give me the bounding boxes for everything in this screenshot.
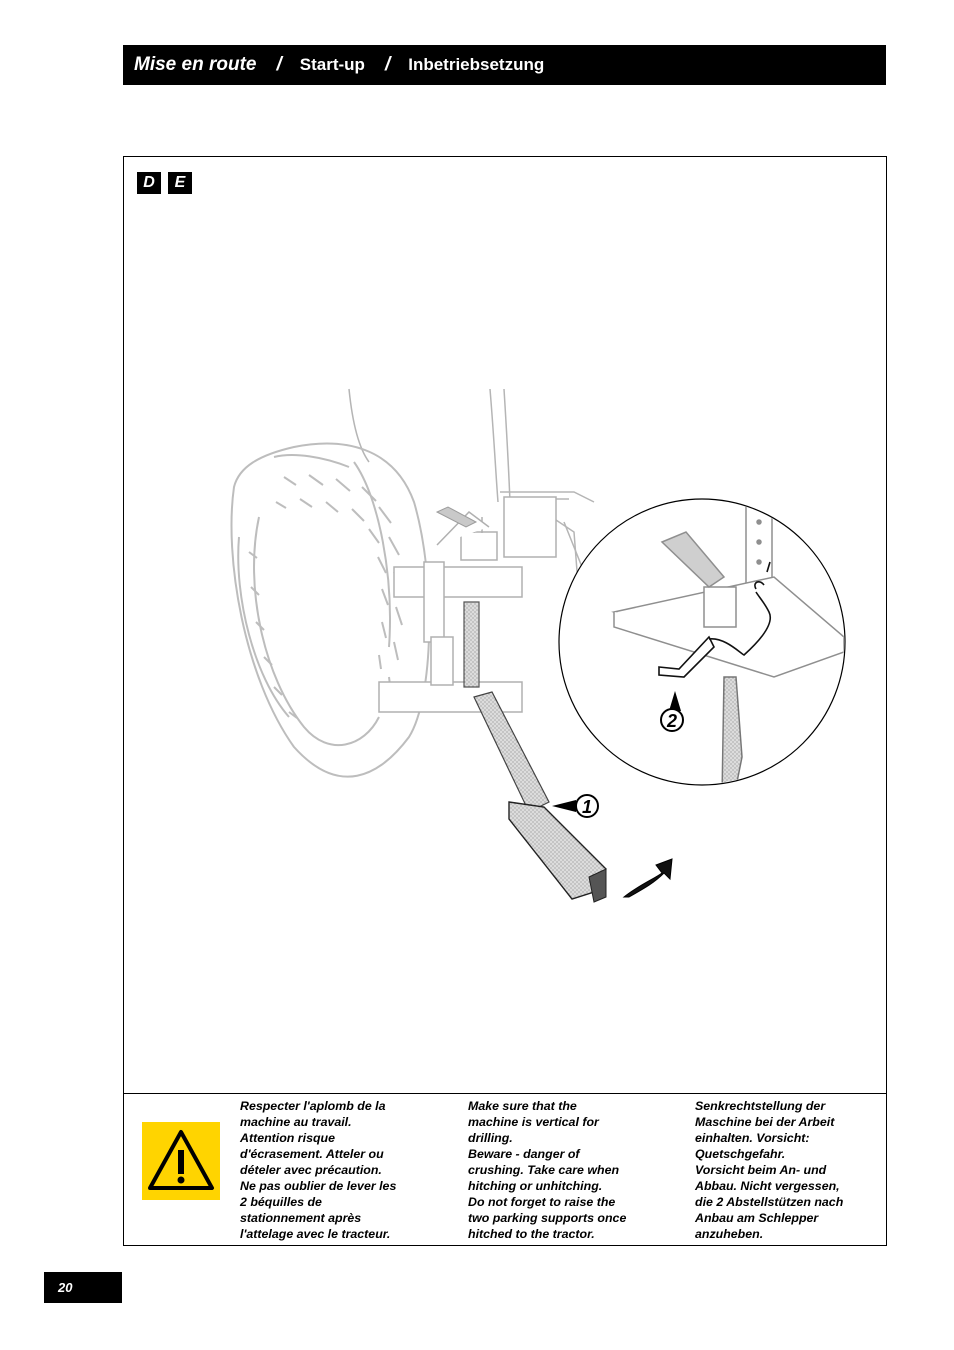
figure-frame: D E <box>123 156 887 1246</box>
page-number: 20 <box>44 1272 122 1303</box>
warning-text-en: Make sure that the machine is vertical f… <box>468 1099 627 1241</box>
header-separator: / <box>384 54 391 75</box>
warning-triangle-icon <box>142 1122 220 1200</box>
section-header: Mise en route / Start-up / Inbetriebsetz… <box>123 45 886 85</box>
rotation-arrow <box>622 858 673 898</box>
tyre <box>230 442 431 778</box>
callout-2: 2 <box>660 691 684 732</box>
callout-2-label: 2 <box>666 711 677 731</box>
callout-1-label: 1 <box>582 797 592 817</box>
tag-d: D <box>137 172 161 194</box>
header-separator: / <box>276 54 282 75</box>
tag-e: E <box>168 172 192 194</box>
header-title-fr: Mise en route <box>134 54 257 75</box>
hitch-bracket <box>378 496 557 713</box>
warning-divider <box>124 1093 886 1094</box>
warning-text-fr: Respecter l'aplomb de la machine au trav… <box>240 1099 397 1241</box>
parking-stand-illustration: 1 <box>230 388 846 903</box>
warning-text-de: Senkrechtstellung der Maschine bei der A… <box>695 1099 844 1241</box>
handle-lever <box>435 506 478 528</box>
detail-circle: 2 <box>558 498 846 786</box>
header-title-de: Inbetriebsetzung <box>408 55 545 74</box>
stand-leg <box>463 601 607 903</box>
callout-1: 1 <box>552 794 599 818</box>
header-title-en: Start-up <box>299 55 365 74</box>
